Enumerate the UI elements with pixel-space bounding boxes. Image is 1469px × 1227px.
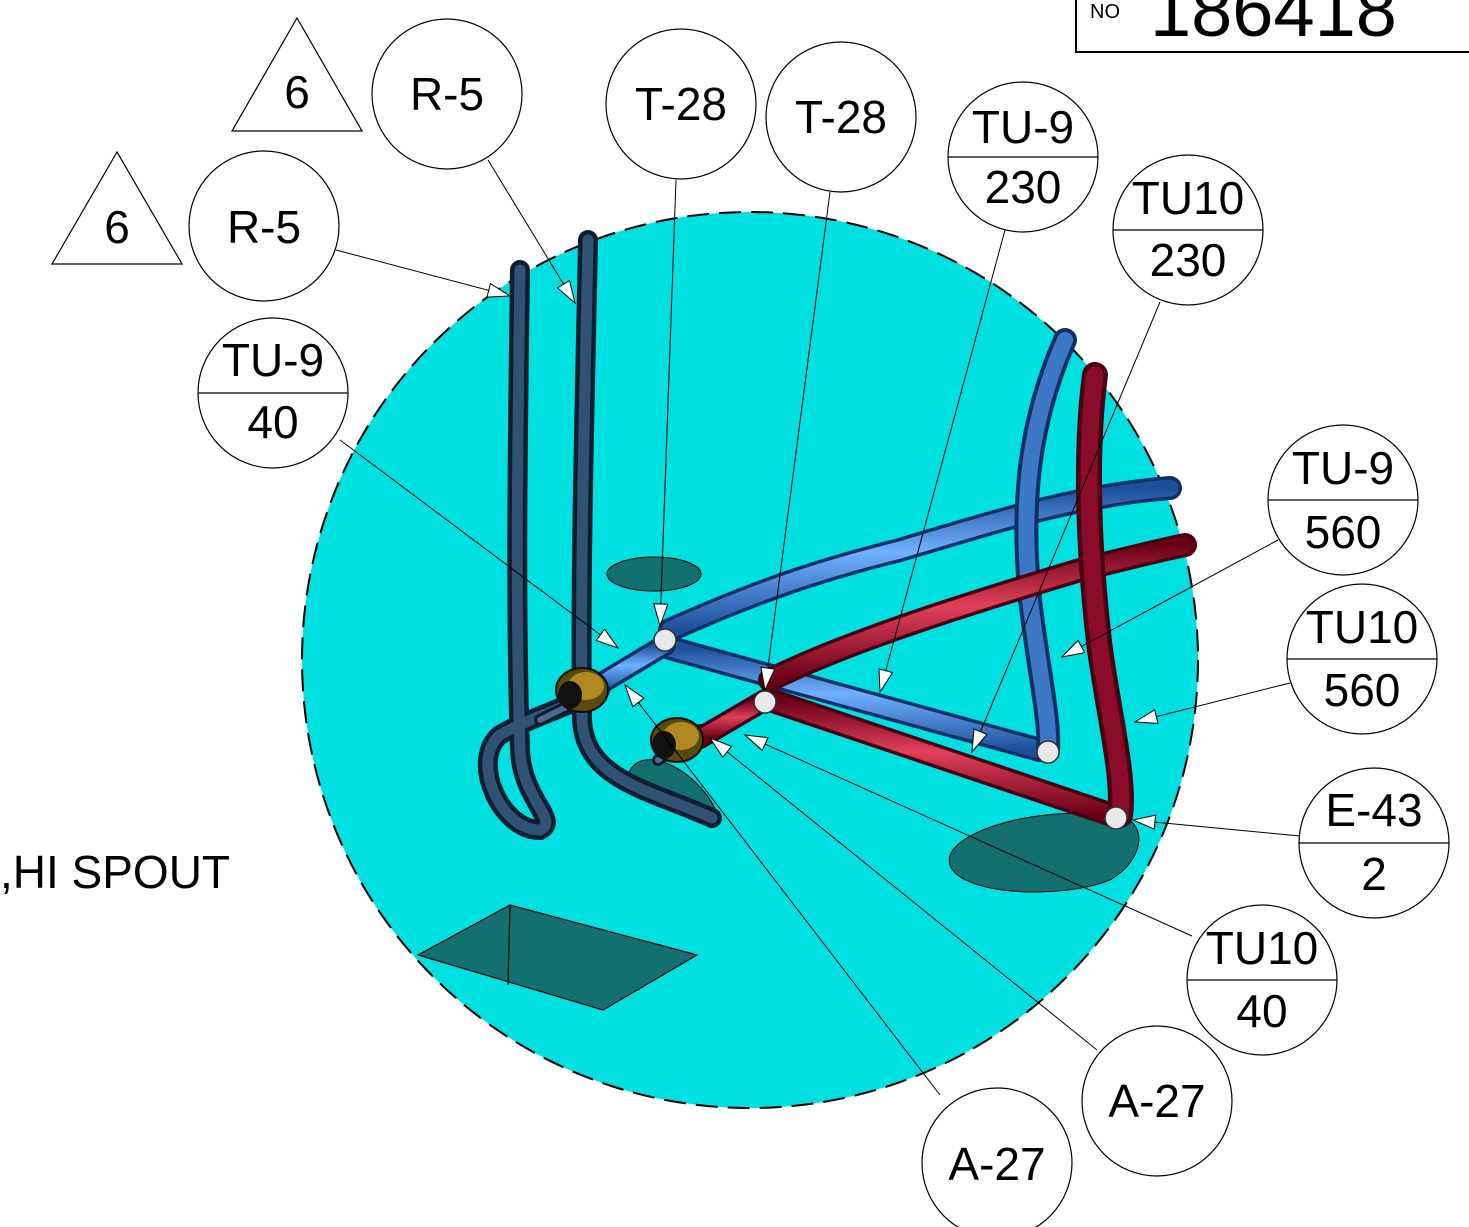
- leader-line: [1061, 539, 1279, 658]
- leader-line: [971, 301, 1161, 753]
- balloon-label-bottom: 230: [1150, 234, 1227, 286]
- callout-balloon: T-28: [605, 28, 757, 180]
- revision-number: 6: [284, 66, 310, 118]
- callout-balloon: TU10 230: [1112, 154, 1264, 306]
- balloon-label-bottom: 560: [1324, 664, 1401, 716]
- leader-arrowhead: [1133, 709, 1159, 724]
- balloon-label-top: E-43: [1325, 784, 1422, 836]
- leader-line: [487, 159, 576, 304]
- floor-opening-edge: [507, 904, 511, 986]
- drawing-number: 186418: [1150, 0, 1397, 52]
- callout-balloon: R-5: [371, 18, 523, 170]
- balloon-label-top: TU10: [1206, 922, 1318, 974]
- leader-arrowhead: [653, 603, 669, 628]
- leader-arrowhead: [486, 282, 512, 298]
- tee-fitting: [653, 628, 677, 652]
- balloon-label-top: TU-9: [1292, 442, 1394, 494]
- elbow-fitting: [1036, 740, 1060, 764]
- floor-opening: [416, 904, 699, 1011]
- balloon-label-top: TU10: [1132, 172, 1244, 224]
- callout-balloon: A-27: [921, 1087, 1073, 1227]
- balloon-label: A-27: [1108, 1075, 1205, 1127]
- callout-balloon: R-5: [188, 150, 340, 302]
- leader-arrowhead: [623, 683, 645, 708]
- leader-arrowhead: [971, 728, 988, 754]
- leader-line: [1134, 682, 1291, 723]
- compression-nut: [650, 717, 704, 763]
- callout-balloon: TU10 560: [1286, 583, 1438, 735]
- balloon-label-bottom: 230: [985, 161, 1062, 213]
- leader-arrowhead: [743, 734, 769, 752]
- balloon-label-bottom: 2: [1361, 848, 1387, 900]
- balloon-label-bottom: 560: [1305, 506, 1382, 558]
- leader-arrowhead: [1131, 814, 1157, 830]
- callout-balloon: TU10 40: [1186, 904, 1338, 1056]
- balloon-label: R-5: [227, 201, 301, 253]
- compression-nut: [555, 667, 609, 713]
- leader-arrowhead: [1060, 639, 1086, 658]
- view-label: ,HI SPOUT: [0, 846, 230, 898]
- leader-line: [624, 684, 941, 1096]
- hot-water-lines: [689, 362, 1197, 828]
- leader-line: [659, 179, 677, 627]
- callout-balloon: TU-9 40: [197, 317, 349, 469]
- fixture-shadow: [606, 556, 702, 592]
- callout-balloon: T-28: [765, 41, 917, 193]
- leader-arrowhead: [595, 628, 620, 649]
- callout-balloon: TU-9 560: [1267, 424, 1419, 576]
- callout-balloon: TU-9 230: [947, 81, 1099, 233]
- revision-triangle: 6: [50, 150, 184, 265]
- callout-balloon: A-27: [1081, 1025, 1233, 1177]
- callout-balloon: E-43 2: [1298, 767, 1450, 919]
- leader-arrowhead: [760, 666, 776, 692]
- leader-line: [744, 734, 1193, 937]
- leader-lines: [335, 159, 1301, 1096]
- balloon-label: T-28: [795, 91, 887, 143]
- balloon-label: T-28: [635, 78, 727, 130]
- callout-balloons: R-5 R-5 T-28 T-28 TU-9 230 TU10 230: [188, 18, 1450, 1227]
- leader-arrowhead: [878, 668, 894, 694]
- balloon-label-bottom: 40: [247, 396, 298, 448]
- balloon-label-top: TU-9: [972, 101, 1074, 153]
- floor-drain-shadow: [948, 812, 1140, 893]
- detail-view: [301, 211, 1199, 1109]
- balloon-label: R-5: [410, 68, 484, 120]
- balloon-label-top: TU-9: [222, 334, 324, 386]
- elbow-fitting: [1104, 806, 1128, 830]
- leader-line: [764, 191, 831, 691]
- leader-line: [335, 249, 511, 297]
- balloon-label-top: TU10: [1306, 601, 1418, 653]
- leader-arrowhead: [556, 279, 576, 305]
- leader-line: [1132, 819, 1301, 837]
- leader-arrowhead: [708, 736, 733, 759]
- fittings: [555, 628, 1128, 830]
- balloon-label-bottom: 40: [1236, 985, 1287, 1037]
- revision-triangle: 6: [230, 16, 364, 132]
- balloon-label: A-27: [948, 1138, 1045, 1190]
- drawing-number-prefix: NO: [1090, 1, 1120, 23]
- drawing-number-box: NO 186418: [1075, 0, 1469, 53]
- leader-line: [709, 737, 1098, 1051]
- leader-line: [339, 439, 619, 649]
- leader-line: [879, 229, 1006, 693]
- tee-fitting: [753, 690, 777, 714]
- revision-number: 6: [104, 201, 130, 253]
